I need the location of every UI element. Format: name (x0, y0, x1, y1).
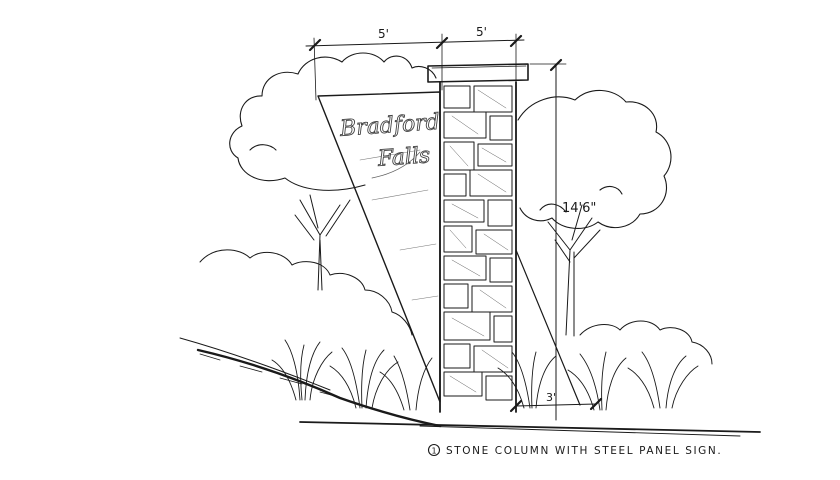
caption-marker-circle (427, 443, 441, 457)
dim-label-width-left: 5' (378, 27, 389, 41)
grass-tufts (271, 339, 699, 411)
dim-label-width-right: 5' (476, 25, 487, 39)
stone-column (427, 63, 529, 413)
ground (179, 337, 761, 437)
background-shrubs (199, 249, 713, 365)
dim-width-line (305, 39, 525, 47)
tree-canopy-left (229, 52, 437, 191)
dimension-lines (305, 33, 603, 421)
background-trees (229, 52, 672, 229)
ground-slope (196, 348, 442, 428)
dim-base-line (515, 403, 597, 407)
dim-label-base: 3' (546, 391, 556, 404)
dim-label-height: 14'6" (562, 201, 596, 216)
sign-text-line1: Bradford (338, 110, 440, 142)
caption: 1 STONE COLUMN WITH STEEL PANEL SIGN. (427, 443, 722, 457)
column-stones (443, 85, 513, 401)
tree-canopy-right (517, 89, 672, 229)
column-cap (427, 63, 529, 83)
tree-trunks (294, 194, 601, 337)
caption-text: STONE COLUMN WITH STEEL PANEL SIGN. (446, 445, 722, 457)
stone-hatching (449, 89, 509, 393)
sign-text-line2: Falls (376, 143, 431, 172)
panel-shadow-edge (515, 249, 581, 406)
column-shaft (439, 81, 517, 413)
caption-marker-number: 1 (432, 447, 437, 456)
ground-line (299, 421, 761, 433)
